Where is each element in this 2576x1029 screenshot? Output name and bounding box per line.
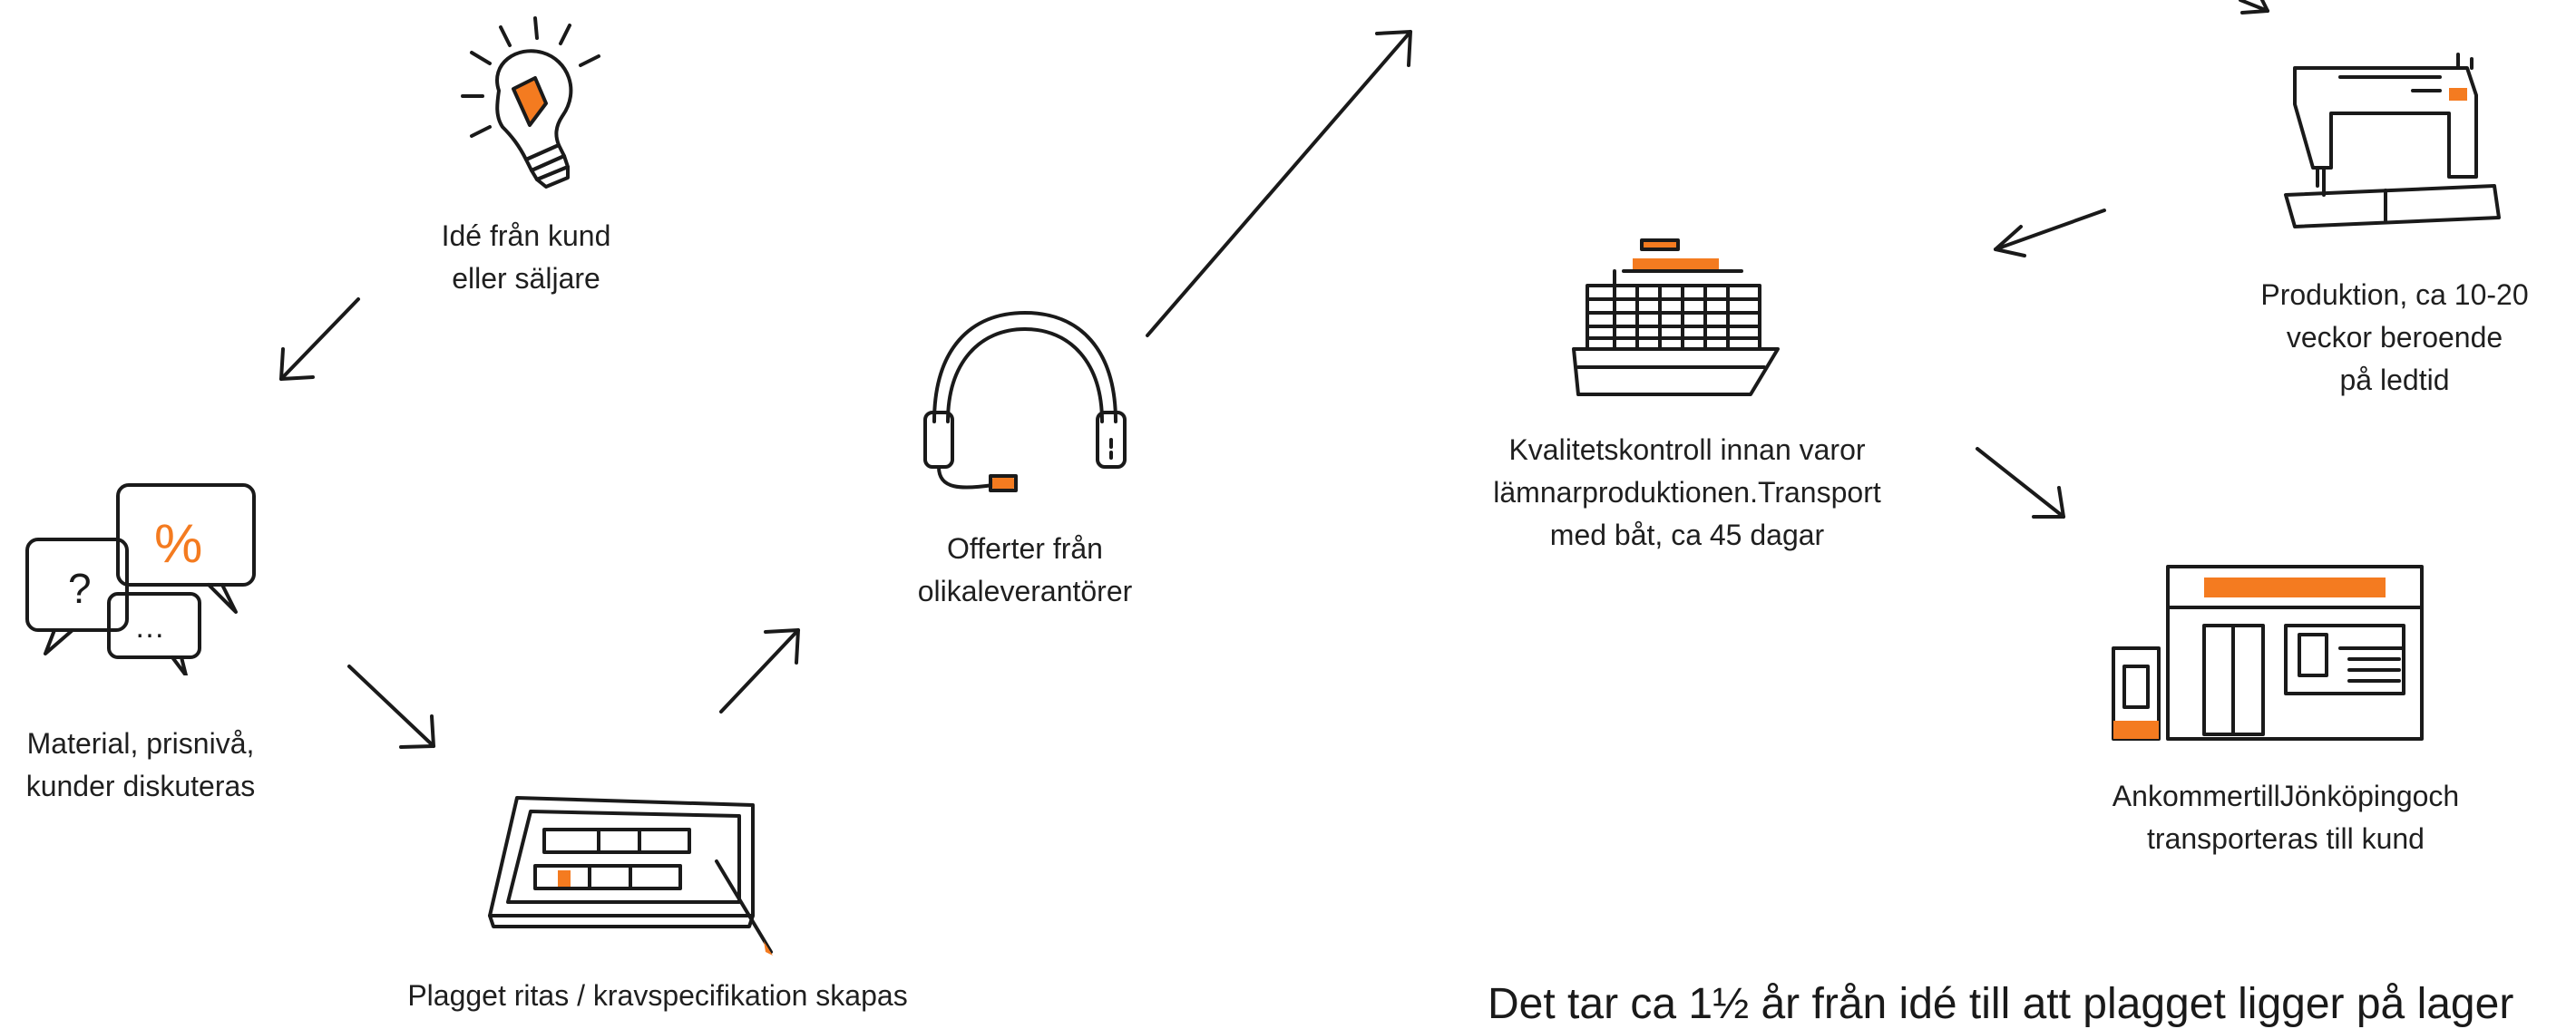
step-line: Offerter från xyxy=(947,532,1103,565)
cargo-ship-icon xyxy=(1572,238,1780,396)
step-line: med båt, ca 45 dagar xyxy=(1549,519,1825,551)
svg-text:…: … xyxy=(134,610,165,645)
step-line: Plagget ritas / kravspecifikation skapas xyxy=(407,979,908,1012)
chat-bubbles-icon: ? % … xyxy=(25,483,256,675)
arrow-discuss-to-drawing xyxy=(347,665,435,749)
footer-summary: Det tar ca 1½ år från idé till att plagg… xyxy=(1488,980,2514,1028)
headset-icon xyxy=(923,311,1127,492)
step-line: Idé från kund xyxy=(441,219,611,252)
step-line: Produktion, ca 10-20 xyxy=(2260,278,2529,311)
tablet-sketch-icon xyxy=(488,796,773,956)
step-line: AnkommertillJönköpingoch xyxy=(2112,780,2460,812)
svg-text:%: % xyxy=(154,513,202,574)
step-label-offers: Offerter från olikaleverantörer xyxy=(862,528,1188,613)
step-line: kunder diskuteras xyxy=(25,770,256,802)
step-line: veckor beroende xyxy=(2286,321,2503,354)
storefront-icon xyxy=(2112,565,2424,741)
step-label-production: Produktion, ca 10-20 veckor beroende på … xyxy=(2213,274,2576,402)
step-line: olikaleverantörer xyxy=(917,575,1133,607)
arrow-drawing-to-offers xyxy=(719,628,800,714)
step-line: Kvalitetskontroll innan varor xyxy=(1508,433,1866,466)
arrow-idea-to-discuss xyxy=(279,297,360,381)
sewing-machine-icon xyxy=(2284,53,2501,228)
step-label-drawing: Plagget ritas / kravspecifikation skapas xyxy=(322,975,993,1017)
step-line: lämnarproduktionen.Transport xyxy=(1493,476,1881,509)
arrow-shipping-to-arrival xyxy=(1976,447,2065,519)
step-label-shipping: Kvalitetskontroll innan varor lämnarprod… xyxy=(1451,429,1923,557)
arrow-offers-to-top xyxy=(1146,30,1412,337)
step-line: transporteras till kund xyxy=(2147,822,2425,855)
svg-text:?: ? xyxy=(68,565,92,612)
step-label-discuss: Material, prisnivå, kunder diskuteras xyxy=(0,723,281,808)
step-line: Material, prisnivå, xyxy=(26,727,255,760)
step-line: på ledtid xyxy=(2339,364,2450,396)
arrow-top-to-production xyxy=(2239,0,2269,15)
arrow-production-to-shipping xyxy=(1994,209,2106,257)
step-line: eller säljare xyxy=(452,262,600,295)
step-label-arrival: AnkommertillJönköpingoch transporteras t… xyxy=(2068,775,2503,860)
step-label-idea: Idé från kund eller säljare xyxy=(390,215,662,300)
lightbulb-icon xyxy=(461,16,600,189)
